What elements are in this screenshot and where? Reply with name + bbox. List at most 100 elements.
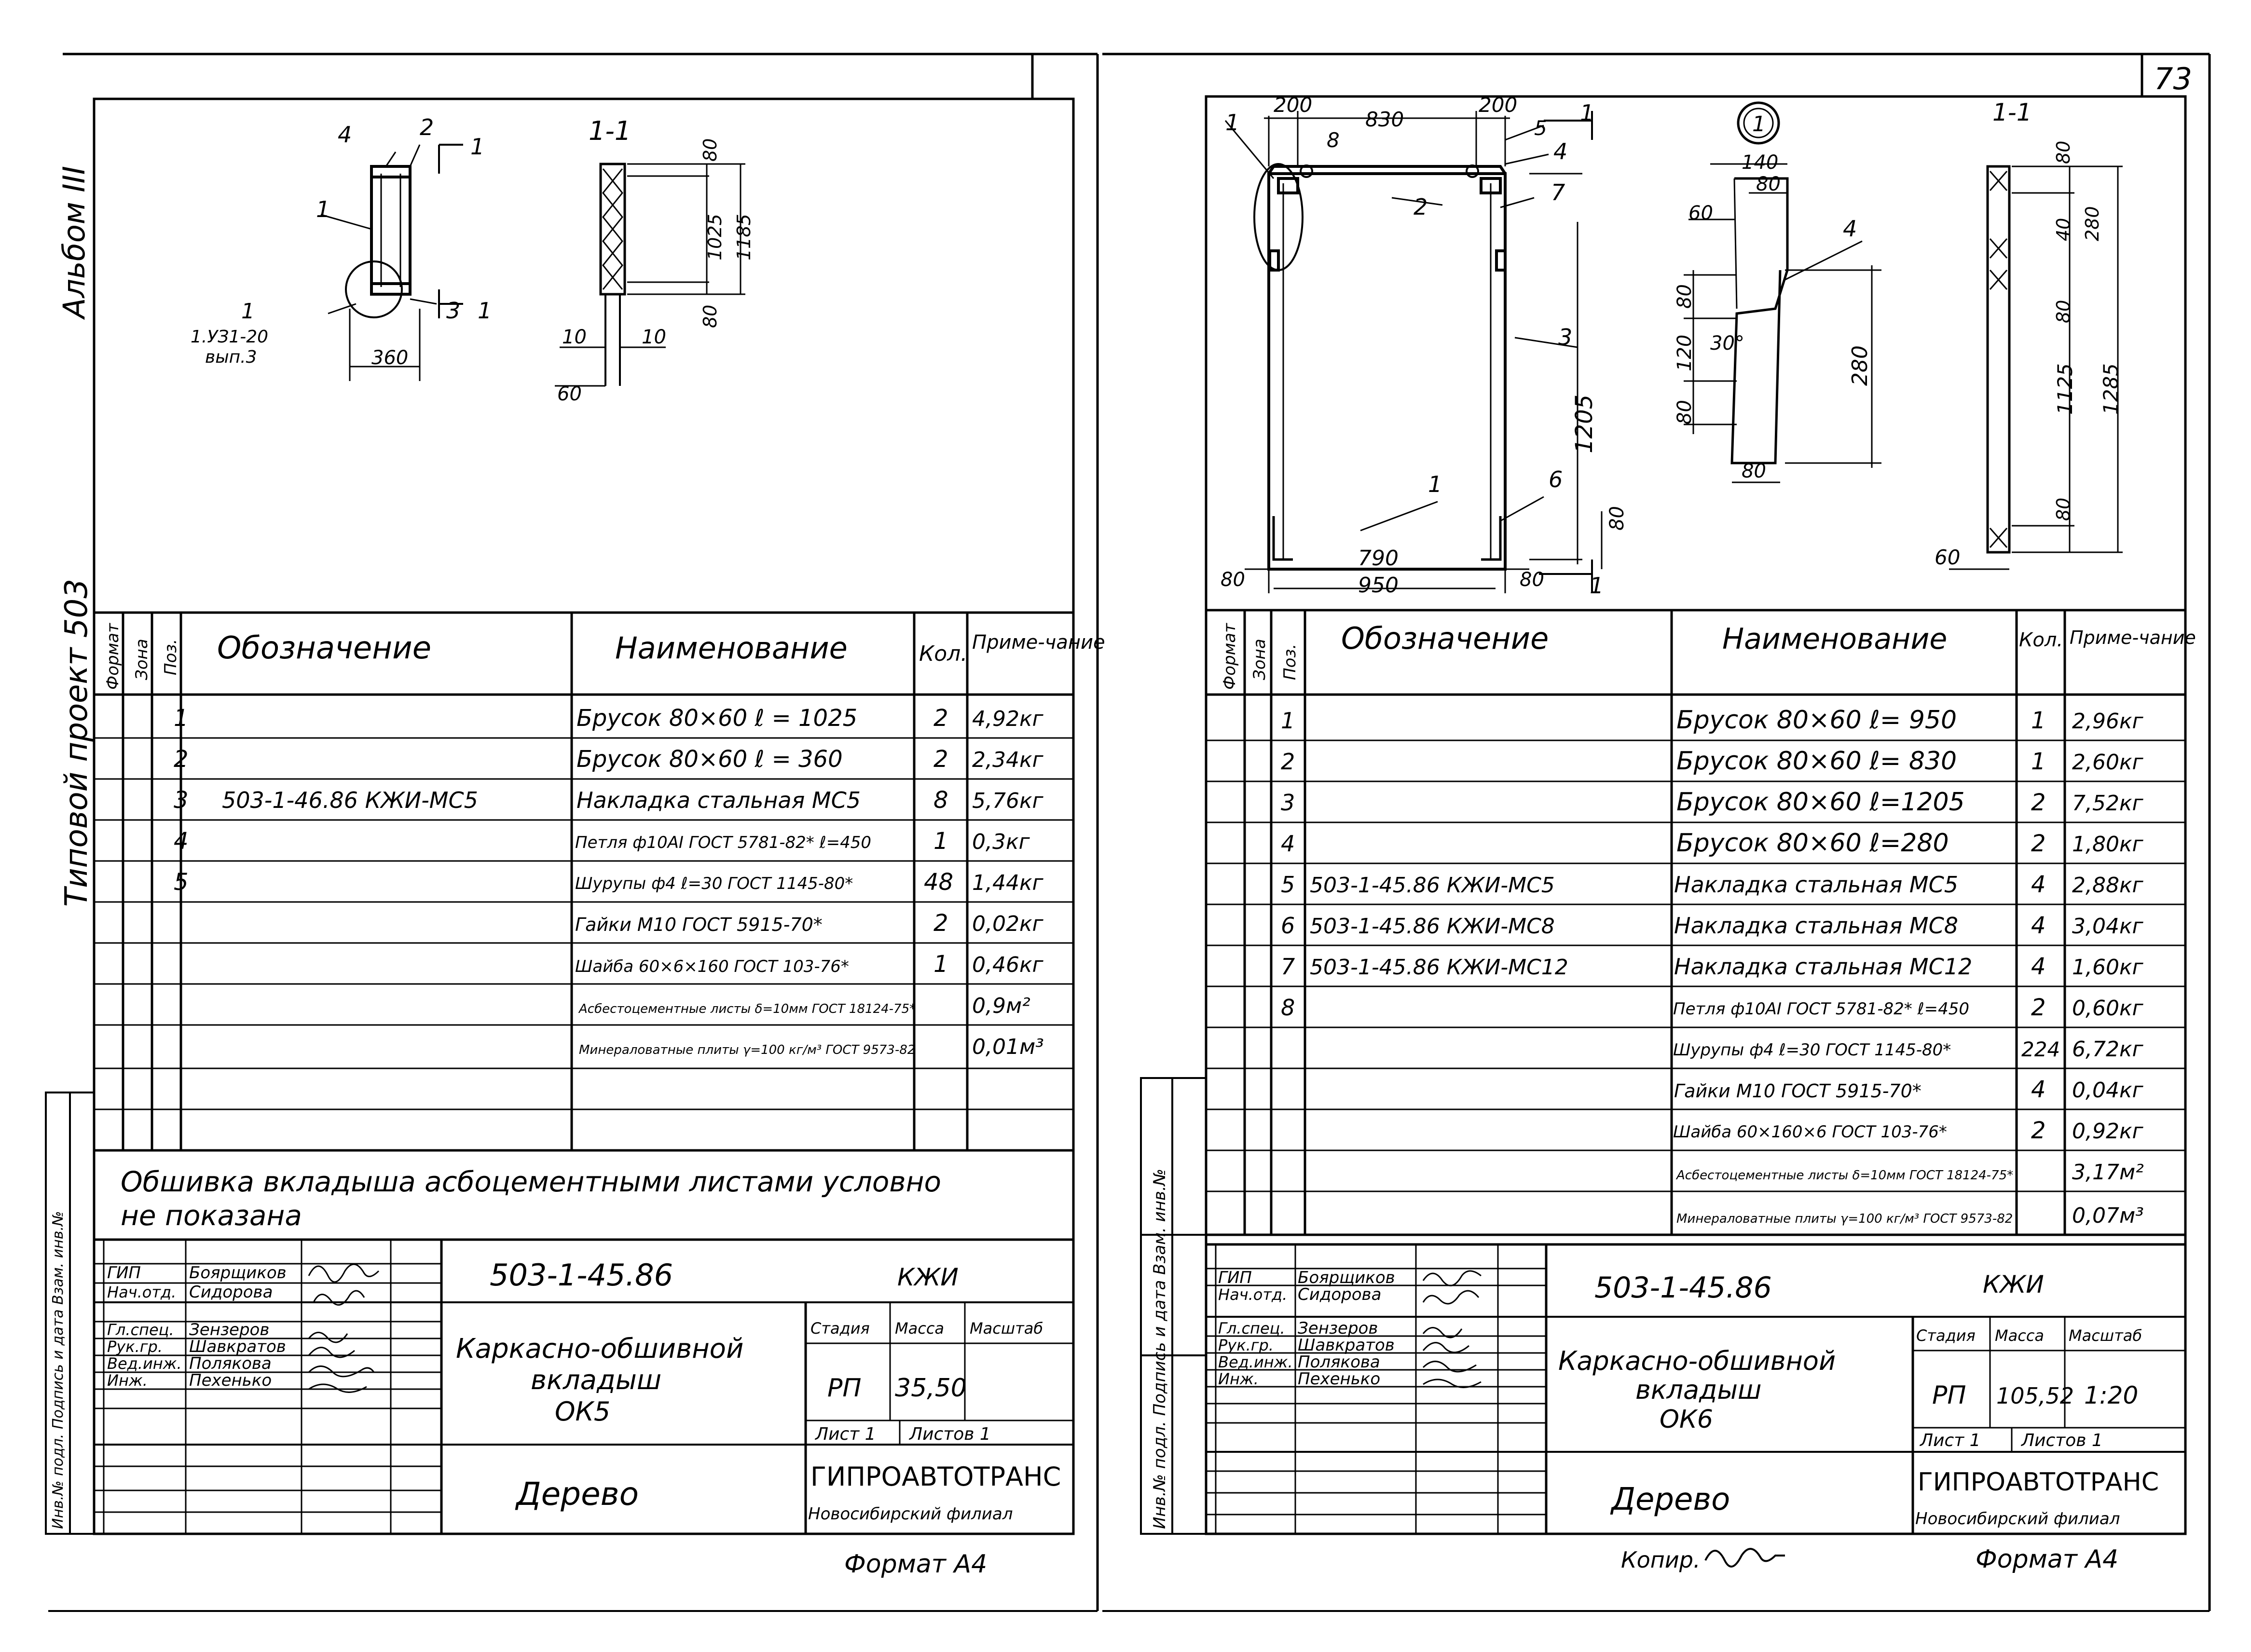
sec-dim-280: 280: [2082, 206, 2103, 241]
sec-dim-80b: 80: [2053, 300, 2074, 323]
r-branch: Новосибирский филиал: [1915, 1509, 2120, 1529]
copied-label: Копир.: [1621, 1547, 1701, 1573]
spec-note: 4,92кг: [972, 707, 1044, 731]
dim-80-bot: 80: [700, 305, 721, 328]
dim-1025: 1025: [704, 214, 726, 260]
spec-qty: 4: [2031, 953, 2046, 980]
section-label: 1-1: [589, 116, 631, 146]
spec-pos: 3: [1281, 790, 1295, 816]
spec-pos: 4: [174, 828, 189, 855]
r-stage-value: РП: [1932, 1381, 1966, 1410]
r-hdr-note: Приме-чание: [2070, 627, 2196, 648]
spec-qty: 2: [2031, 1117, 2046, 1144]
r-hdr-format: Формат: [1220, 623, 1239, 690]
callout-r7: 7: [1551, 179, 1565, 205]
r-hdr-zone: Зона: [1250, 639, 1269, 680]
callout-r1b: 1: [1428, 471, 1442, 497]
sec-dim-40: 40: [2053, 218, 2074, 241]
right-spec-rows: 1 Брусок 80×60 ℓ= 950 1 2,96кг 2 Брусок …: [1281, 706, 2144, 1228]
spec-name: Накладка стальная МС5: [1674, 872, 1958, 898]
spec-qty: 48: [924, 869, 953, 896]
node-dim-60: 60: [1688, 202, 1713, 224]
spec-note: 1,44кг: [972, 871, 1044, 895]
spec-designation: 503-1-46.86 КЖИ-МС5: [222, 787, 478, 813]
r-doc-mark: КЖИ: [1983, 1270, 2044, 1298]
material: Дерево: [515, 1475, 639, 1513]
format-label: Формат А4: [844, 1550, 987, 1579]
node-dim-80c: 80: [1674, 400, 1696, 424]
spec-row: 5 503-1-45.86 КЖИ-МС5 Накладка стальная …: [1281, 871, 2144, 898]
node-issue: вып.3: [205, 347, 257, 367]
callout-r1c: 1: [1580, 100, 1594, 126]
spec-row: Асбестоцементные листы δ=10мм ГОСТ 18124…: [578, 994, 1030, 1018]
r-sheet-number: Лист 1: [1919, 1431, 1981, 1450]
spec-qty: 224: [2021, 1038, 2060, 1061]
r-sheets-total: Листов 1: [2020, 1431, 2103, 1450]
spec-pos: 6: [1281, 913, 1295, 939]
spec-row: Гайки М10 ГОСТ 5915-70* 4 0,04кг: [1674, 1076, 2144, 1103]
spec-qty: 8: [933, 787, 948, 814]
spec-row: 2 Брусок 80×60 ℓ = 360 2 2,34кг: [174, 746, 1044, 773]
spec-name: Минераловатные плиты γ=100 кг/м³ ГОСТ 95…: [1676, 1212, 2013, 1226]
node-dim-80: 80: [1756, 173, 1781, 195]
hdr-qty: Кол.: [919, 642, 967, 666]
node-dim-80b: 80: [1674, 284, 1696, 309]
spec-qty: 2: [2031, 994, 2046, 1021]
project-label: Типовой проект 503: [59, 579, 95, 907]
staff-name: Зензеров: [189, 1320, 269, 1339]
dim-80-bottom: 80: [1520, 569, 1544, 591]
callout-2: 2: [420, 114, 434, 140]
r-organization: ГИПРОАВТОТРАНС: [1918, 1468, 2159, 1497]
staff-name: Боярщиков: [1298, 1268, 1395, 1287]
album-label: Альбом III: [56, 166, 92, 320]
dim-360: 360: [371, 347, 408, 369]
spec-note: 0,3кг: [972, 830, 1030, 854]
r-hdr-pos: Поз.: [1280, 644, 1300, 680]
sheet-number: Лист 1: [814, 1424, 876, 1444]
staff-role: Нач.отд.: [107, 1283, 176, 1301]
spec-name: Брусок 80×60 ℓ= 830: [1676, 747, 1957, 776]
r-scale-value: 1:20: [2084, 1381, 2138, 1409]
callout-3: 3: [446, 298, 460, 324]
spec-qty: 1: [2031, 707, 2046, 734]
spec-name: Брусок 80×60 ℓ = 360: [576, 746, 843, 773]
right-title-block: [1206, 1243, 2185, 1534]
spec-note: 1,80кг: [2072, 832, 2144, 857]
dim-60: 60: [557, 383, 582, 405]
spec-note: 6,72кг: [2072, 1037, 2144, 1062]
dim-950: 950: [1358, 573, 1399, 598]
staff-role: Инж.: [1218, 1370, 1259, 1388]
stage-value: РП: [827, 1374, 861, 1403]
dim-200a: 200: [1274, 93, 1312, 117]
callout-1a: 1: [470, 134, 484, 160]
r-title-line1: Каркасно-обшивной: [1558, 1346, 1836, 1376]
title-line2: вкладыш: [531, 1365, 661, 1396]
r-stage-header: Стадия: [1916, 1326, 1976, 1345]
right-staff-list: ГИП Боярщиков Нач.отд. Сидорова Гл.спец.…: [1218, 1268, 1395, 1389]
spec-row: Шайба 60×6×160 ГОСТ 103-76* 1 0,46кг: [575, 951, 1044, 978]
spec-pos: 1: [174, 705, 189, 732]
node-dim-120: 120: [1674, 335, 1696, 371]
spec-row: 1 Брусок 80×60 ℓ= 950 1 2,96кг: [1281, 706, 2144, 735]
spec-row: 8 Петля ф10АI ГОСТ 5781-82* ℓ=450 2 0,60…: [1281, 994, 2144, 1021]
spec-row: Минераловатные плиты γ=100 кг/м³ ГОСТ 95…: [579, 1035, 1044, 1059]
spec-name: Шурупы ф4 ℓ=30 ГОСТ 1145-80*: [575, 874, 853, 893]
spec-row: 7 503-1-45.86 КЖИ-МС12 Накладка стальная…: [1281, 953, 2144, 980]
spec-qty: 4: [2031, 912, 2046, 939]
signatures-right: [1422, 1270, 1482, 1388]
sec-dim-80a: 80: [2053, 141, 2074, 164]
spec-pos: 8: [1281, 995, 1295, 1021]
spec-name: Петля ф10АI ГОСТ 5781-82* ℓ=450: [1673, 999, 1969, 1019]
spec-pos: 4: [1281, 831, 1295, 857]
sec-dim-80c: 80: [2053, 498, 2074, 521]
spec-pos: 2: [1281, 749, 1295, 775]
node-ref: 1.УЗ1-20: [191, 327, 268, 347]
spec-name: Брусок 80×60 ℓ=280: [1676, 829, 1949, 858]
spec-name: Шурупы ф4 ℓ=30 ГОСТ 1145-80*: [1673, 1040, 1951, 1060]
spec-designation: 503-1-45.86 КЖИ-МС12: [1310, 955, 1568, 980]
sec-dim-1285: 1285: [2099, 363, 2123, 415]
callout-r1: 1: [1225, 109, 1239, 136]
r-mass-header: Масса: [1995, 1326, 2044, 1345]
left-spec-table: [94, 611, 1073, 1152]
spec-note: 0,9м²: [972, 994, 1030, 1018]
